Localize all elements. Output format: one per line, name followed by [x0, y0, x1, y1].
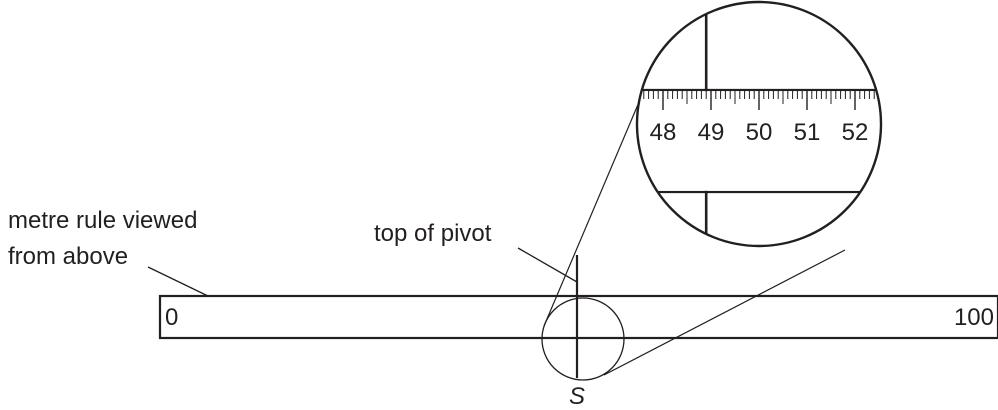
rule-label-leader [147, 266, 209, 297]
magnifier-outline [635, 0, 883, 248]
rule-label-line1: metre rule viewed [8, 207, 197, 234]
magnifier: 48 49 50 51 52 [635, 0, 883, 248]
rule-label-line2: from above [8, 243, 128, 270]
scale-label-50: 50 [746, 119, 773, 146]
scale-label-49: 49 [698, 119, 725, 146]
scale-label-48: 48 [650, 119, 677, 146]
zoom-connector-right [603, 249, 846, 376]
pivot-label-leader [517, 247, 578, 283]
scale-label-52: 52 [842, 119, 869, 146]
magnified-scale-labels: 48 49 50 51 52 [650, 119, 869, 146]
metre-rule [158, 294, 998, 340]
rule-end-label: 100 [954, 304, 994, 331]
pivot-symbol: S [569, 383, 585, 410]
rule-start-label: 0 [165, 304, 178, 331]
scale-label-51: 51 [794, 119, 821, 146]
zoom-connector-left [543, 87, 646, 327]
pivot-label: top of pivot [374, 220, 492, 247]
magnified-scale-ticks [638, 90, 880, 110]
zoom-region-circle [541, 297, 625, 381]
